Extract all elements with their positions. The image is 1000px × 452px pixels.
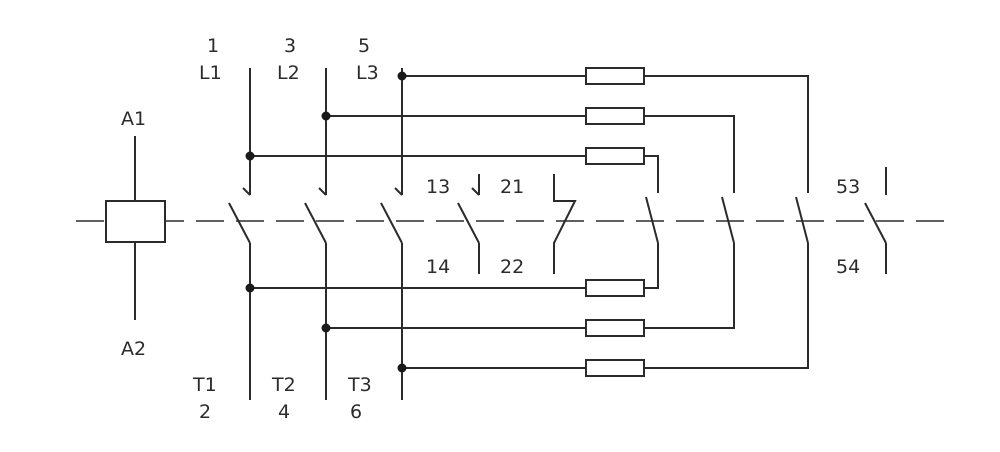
resistor-top-l1 xyxy=(585,147,645,165)
aux-nc-contact-21-22 xyxy=(553,174,577,274)
overload-circuit-l1 xyxy=(250,147,659,297)
resistor-bottom-l1 xyxy=(585,279,645,297)
pole-3-number-top: 5 xyxy=(358,35,370,57)
resistor-bottom-l3 xyxy=(585,359,645,377)
junction-node-t3 xyxy=(397,363,407,373)
pole-2-number-bottom: 4 xyxy=(278,401,290,423)
coil-label-a1: A1 xyxy=(121,108,146,130)
aux-label-22: 22 xyxy=(500,256,524,278)
main-pole-2 xyxy=(304,68,327,400)
pole-2-line-label: L2 xyxy=(277,62,300,84)
aux-no-contact-13-14 xyxy=(457,174,480,274)
junction-node-l3-top xyxy=(397,71,407,81)
pole-2-load-label: T2 xyxy=(271,374,296,396)
aux-label-54: 54 xyxy=(836,256,860,278)
resistor-top-l3 xyxy=(585,67,645,85)
pole-2-number-top: 3 xyxy=(284,35,296,57)
resistor-bottom-l2 xyxy=(585,319,645,337)
coil-body xyxy=(105,200,166,243)
coil-label-a2: A2 xyxy=(121,338,146,360)
coil xyxy=(105,136,166,320)
aux-no-contact-53-54 xyxy=(864,167,887,274)
pole-1-line-label: L1 xyxy=(199,62,222,84)
pole-3-load-label: T3 xyxy=(347,374,372,396)
aux-label-14: 14 xyxy=(426,256,450,278)
overload-circuit-l3 xyxy=(402,67,809,377)
pole-1-load-label: T1 xyxy=(192,374,217,396)
junction-node-l2-top xyxy=(321,111,331,121)
junction-node-t2 xyxy=(321,323,331,333)
main-pole-1 xyxy=(228,68,251,400)
main-pole-3 xyxy=(380,68,403,400)
resistor-top-l2 xyxy=(585,107,645,125)
pole-3-number-bottom: 6 xyxy=(350,401,362,423)
pole-1-number-bottom: 2 xyxy=(199,401,211,423)
aux-label-21: 21 xyxy=(500,176,524,198)
aux-label-13: 13 xyxy=(426,176,450,198)
overload-circuit-l2 xyxy=(326,107,735,337)
junction-node-l1-top xyxy=(245,151,255,161)
junction-node-t1 xyxy=(245,283,255,293)
pole-1-number-top: 1 xyxy=(207,35,219,57)
aux-label-53: 53 xyxy=(836,176,860,198)
pole-3-line-label: L3 xyxy=(356,62,379,84)
